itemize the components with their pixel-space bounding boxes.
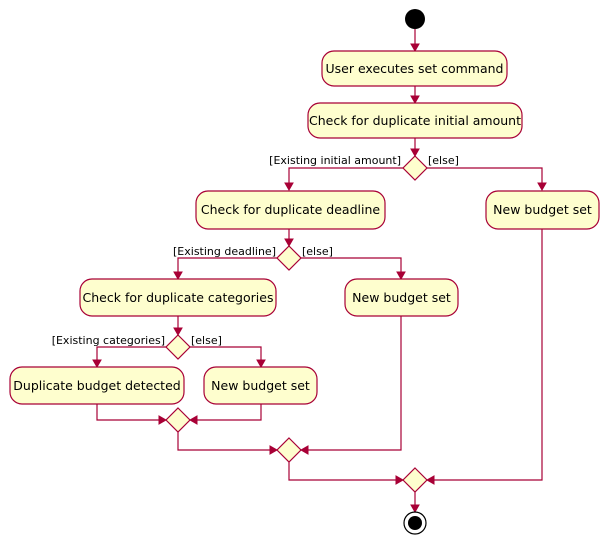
arrowhead: [537, 182, 547, 192]
activity-check-categories: Check for duplicate categories: [79, 278, 277, 317]
flow-new-budget-2-to-merge2: [304, 316, 402, 451]
arrowhead: [284, 182, 294, 192]
merge-initial-amount: [402, 467, 428, 493]
guard-existing-deadline: [Existing deadline]: [173, 245, 276, 258]
flow-duplicate-to-merge: [96, 404, 163, 421]
decision-initial-amount: [402, 155, 428, 181]
activity-new-budget-set-2: New budget set: [344, 278, 459, 317]
guard-existing-categories: [Existing categories]: [52, 334, 165, 347]
activity-duplicate-detected: Duplicate budget detected: [9, 366, 185, 405]
end-node: [403, 511, 427, 535]
flow-else-3: [190, 346, 262, 363]
flow-merge3-to-merge2: [177, 432, 274, 451]
activity-label: New budget set: [493, 202, 592, 217]
arrowhead: [410, 148, 420, 158]
flow-merge2-to-merge1: [288, 462, 400, 481]
guard-else-2: [else]: [302, 245, 333, 258]
guard-else-3: [else]: [191, 334, 222, 347]
flow-else-1: [427, 167, 543, 186]
activity-check-deadline: Check for duplicate deadline: [195, 190, 386, 230]
activity-new-budget-set-3: New budget set: [203, 366, 318, 405]
decision-deadline: [276, 245, 302, 271]
start-node: [405, 9, 425, 29]
arrowhead: [188, 415, 198, 425]
merge-categories: [165, 407, 191, 433]
activity-label: Duplicate budget detected: [13, 378, 180, 393]
guard-else-1: [else]: [428, 154, 459, 167]
arrowhead: [299, 445, 309, 455]
flow-existing-categories: [96, 346, 166, 363]
activity-label: Check for duplicate categories: [83, 290, 274, 305]
arrowhead: [92, 359, 102, 369]
flow-existing-initial-amount: [288, 167, 403, 186]
arrowhead: [173, 327, 183, 337]
activity-label: Check for duplicate deadline: [201, 202, 381, 217]
arrowhead: [173, 271, 183, 281]
flow-new-budget-3-to-merge: [193, 404, 262, 421]
arrowhead: [269, 445, 279, 455]
flow-else-2: [301, 257, 402, 275]
activity-check-initial-amount: Check for duplicate initial amount: [307, 102, 523, 139]
merge-deadline: [276, 437, 302, 463]
activity-label: Check for duplicate initial amount: [309, 113, 521, 128]
arrowhead: [410, 43, 420, 53]
activity-label: New budget set: [211, 378, 310, 393]
activity-label: User executes set command: [326, 61, 504, 76]
arrowhead: [256, 359, 266, 369]
activity-label: New budget set: [352, 290, 451, 305]
activity-user-executes: User executes set command: [321, 50, 508, 87]
arrowhead: [396, 271, 406, 281]
arrowhead: [410, 504, 420, 514]
flows: [92, 29, 547, 514]
activity-new-budget-set-1: New budget set: [485, 190, 600, 230]
arrowhead: [158, 415, 168, 425]
arrowhead: [284, 238, 294, 248]
guard-existing-initial-amount: [Existing initial amount]: [269, 154, 401, 167]
arrowhead: [410, 95, 420, 105]
arrowhead: [395, 475, 405, 485]
flow-new-budget-1-to-merge1: [430, 229, 543, 481]
decision-categories: [165, 334, 191, 360]
arrowhead: [425, 475, 435, 485]
flow-existing-deadline: [177, 257, 277, 275]
